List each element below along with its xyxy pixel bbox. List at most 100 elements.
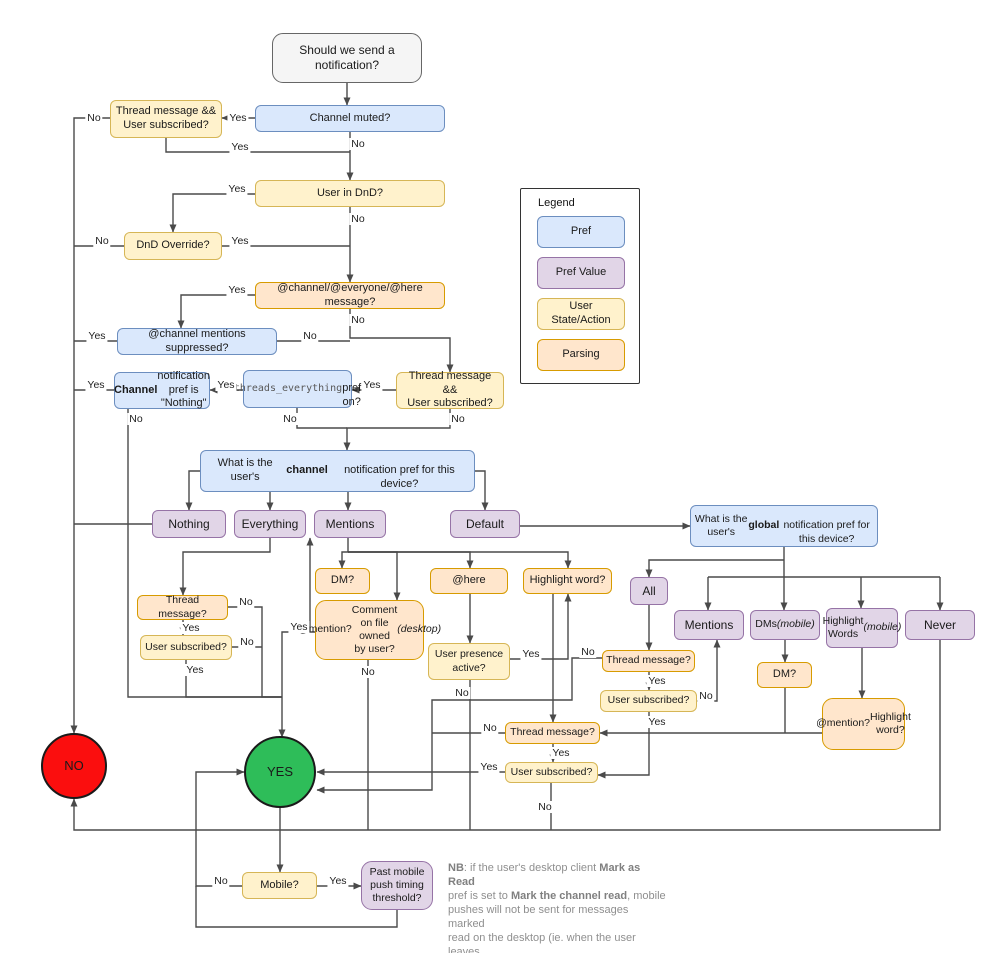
- edge-label-yes: Yes: [215, 379, 237, 391]
- edge-label-yes: Yes: [226, 284, 248, 296]
- edge: [338, 538, 349, 569]
- edge-label-yes: Yes: [520, 648, 542, 660]
- edge: [348, 551, 474, 569]
- dnd-override-node: DnD Override?: [124, 232, 222, 260]
- edge-label-yes: Yes: [227, 112, 249, 124]
- global-user-subscribed-node: User subscribed?: [600, 690, 697, 712]
- edge-label-no: No: [697, 690, 715, 702]
- edge-label-yes: Yes: [478, 761, 500, 773]
- legend-title: Legend: [538, 197, 575, 209]
- edge-label-no: No: [349, 213, 367, 225]
- edge-label-yes: Yes: [85, 379, 107, 391]
- edge-label-no: No: [238, 636, 256, 648]
- mention-highlight-node: @mention?Highlight word?: [816, 698, 911, 750]
- highlight-word-node: Highlight word?: [523, 568, 612, 594]
- edge-label-no: No: [85, 112, 103, 124]
- at-here-node: @here: [430, 568, 508, 594]
- edge-label-no: No: [579, 646, 597, 658]
- global-never-node: Never: [905, 610, 975, 640]
- center-user-subscribed-node: User subscribed?: [505, 762, 598, 783]
- nb-note: NB: if the user's desktop client Mark as…: [448, 862, 666, 953]
- edge: [169, 193, 255, 233]
- edge-label-yes: Yes: [646, 716, 668, 728]
- edge-label-yes: Yes: [550, 747, 572, 759]
- edge-label-no: No: [237, 596, 255, 608]
- edge: [177, 294, 255, 329]
- edge-label-no: No: [212, 875, 230, 887]
- yes-terminal-node: YES: [244, 736, 316, 808]
- edge: [165, 138, 350, 153]
- at-channel-message-node: @channel/@everyone/@here message?: [255, 282, 445, 309]
- global-highlight-words-node: Highlight Words(mobile): [823, 608, 901, 648]
- edge-label-yes: Yes: [646, 675, 668, 687]
- edge-label-yes: Yes: [327, 875, 349, 887]
- edge-label-yes: Yes: [288, 621, 310, 633]
- edge-label-yes: Yes: [180, 622, 202, 634]
- edge-label-yes: Yes: [229, 235, 251, 247]
- global-dms-node: DMs (mobile): [750, 610, 820, 640]
- channel-muted-node: Channel muted?: [255, 105, 445, 132]
- center-thread-message-node: Thread message?: [505, 722, 600, 744]
- no-terminal-node: NO: [41, 733, 107, 799]
- legend-user-state: User State/Action: [537, 298, 625, 330]
- edge-label-no: No: [449, 413, 467, 425]
- dm-q-node: DM?: [315, 568, 370, 594]
- edge-label-no: No: [349, 314, 367, 326]
- edge-label-no: No: [359, 666, 377, 678]
- edge: [475, 470, 489, 511]
- edge-label-no: No: [127, 413, 145, 425]
- edge-label-yes: Yes: [361, 379, 383, 391]
- edge: [179, 538, 271, 596]
- value-mentions-node: Mentions: [314, 510, 386, 538]
- edge-label-no: No: [536, 801, 554, 813]
- edge-label-no: No: [453, 687, 471, 699]
- value-default-node: Default: [450, 510, 520, 538]
- value-nothing-node: Nothing: [152, 510, 226, 538]
- edge: [597, 712, 650, 779]
- user-subscribed-3-node: User subscribed?: [140, 635, 232, 660]
- global-thread-message-node: Thread message?: [602, 650, 695, 672]
- edge: [70, 640, 941, 831]
- edge: [348, 551, 572, 569]
- edge-label-no: No: [93, 235, 111, 247]
- edge-label-yes: Yes: [226, 183, 248, 195]
- edge-label-no: No: [349, 138, 367, 150]
- edge: [195, 768, 245, 887]
- edge-label-yes: Yes: [86, 330, 108, 342]
- thread-sub-2-node: Thread message &&User subscribed?: [396, 370, 504, 409]
- global-mentions-node: Mentions: [674, 610, 744, 640]
- thread-sub-1-node: Thread message &&User subscribed?: [110, 100, 222, 138]
- legend-pref-value: Pref Value: [537, 257, 625, 289]
- edge: [70, 117, 110, 734]
- edge: [348, 551, 401, 601]
- value-everything-node: Everything: [234, 510, 306, 538]
- edge: [195, 886, 398, 928]
- mobile-q-node: Mobile?: [242, 872, 317, 899]
- edge: [343, 409, 451, 451]
- edge-label-no: No: [281, 413, 299, 425]
- global-dm-q-node: DM?: [757, 662, 812, 688]
- legend-pref: Pref: [537, 216, 625, 248]
- edge-label-yes: Yes: [184, 664, 206, 676]
- edge: [278, 631, 315, 738]
- edge-label-no: No: [481, 722, 499, 734]
- edge-label-no: No: [301, 330, 319, 342]
- global-all-node: All: [630, 577, 668, 605]
- edge: [228, 606, 282, 698]
- edge: [296, 408, 347, 429]
- user-in-dnd-node: User in DnD?: [255, 180, 445, 207]
- thread-message-3-node: Thread message?: [137, 594, 228, 620]
- edge: [316, 657, 602, 794]
- edge-label-yes: Yes: [229, 141, 251, 153]
